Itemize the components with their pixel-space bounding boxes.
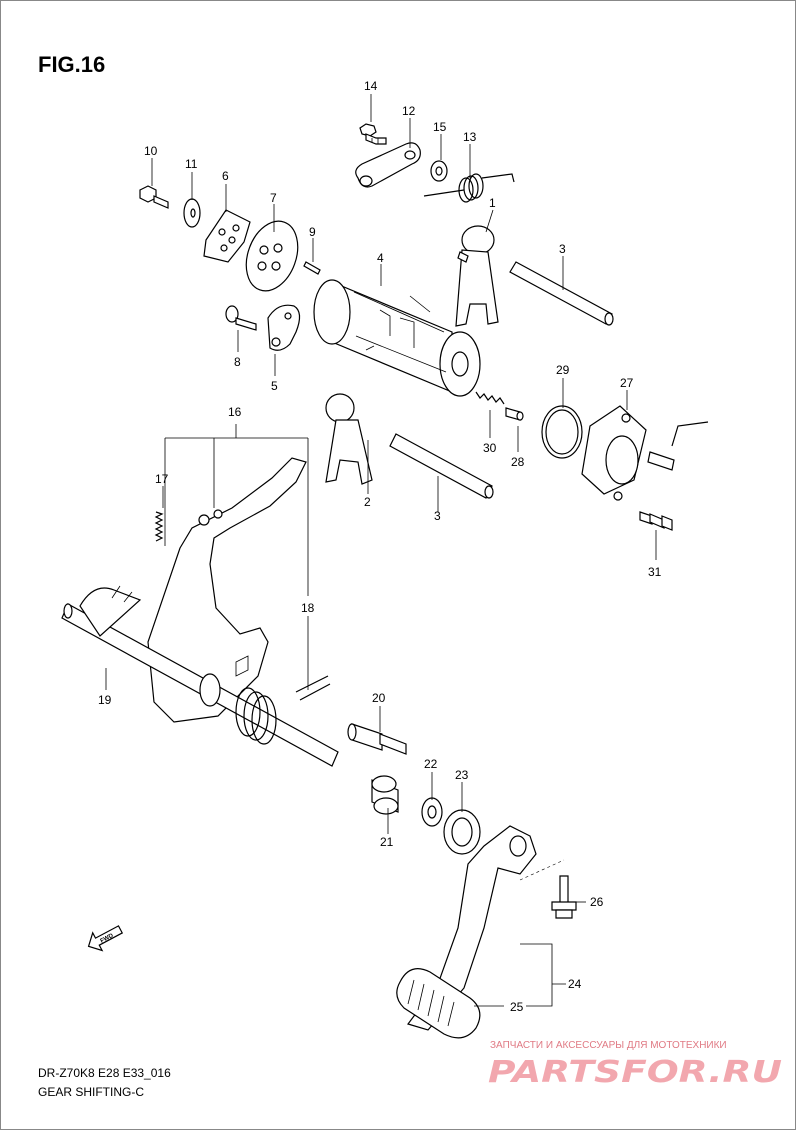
part-11-washer (183, 198, 201, 228)
part-10-bolt (139, 185, 169, 209)
part-22-washer (421, 797, 443, 827)
callout-2: 2 (364, 495, 371, 509)
part-3-shaft-upper (509, 261, 614, 326)
part-28-pin (505, 407, 524, 421)
callout-7: 7 (270, 191, 277, 205)
part-2-shift-fork (325, 393, 373, 485)
part-7-plate (245, 220, 299, 292)
callout-25: 25 (510, 1000, 524, 1014)
callout-11: 11 (185, 157, 198, 171)
callout-1: 1 (489, 196, 496, 210)
callout-13: 13 (463, 130, 477, 144)
fwd-arrow-icon: FWD (87, 925, 124, 952)
callout-24: 24 (568, 977, 582, 991)
watermark: ЗАПЧАСТИ И АКСЕССУАРЫ ДЛЯ МОТОТЕХНИКИ PA… (488, 1040, 782, 1090)
callout-12: 12 (402, 104, 416, 118)
part-15-washer (430, 160, 448, 182)
part-6-stopper-plate (203, 209, 251, 263)
part-21-spacer (371, 775, 399, 815)
watermark-tagline: ЗАПЧАСТИ И АКСЕССУАРЫ ДЛЯ МОТОТЕХНИКИ (490, 1040, 727, 1051)
part-25-rubber-grip (396, 968, 481, 1039)
callout-31: 31 (648, 565, 662, 579)
callout-8: 8 (234, 355, 241, 369)
callout-14: 14 (364, 79, 378, 93)
part-3-shaft-lower (389, 433, 494, 499)
part-13-spring (423, 173, 515, 203)
part-5-stopper (267, 304, 301, 351)
part-14-bolt (359, 123, 387, 145)
part-18-return-spring (235, 675, 331, 745)
callout-15: 15 (433, 120, 447, 134)
callout-16: 16 (228, 405, 242, 419)
callout-17: 17 (155, 472, 169, 486)
callout-21: 21 (380, 835, 394, 849)
callout-20: 20 (372, 691, 386, 705)
callout-28: 28 (511, 455, 525, 469)
callout-22: 22 (424, 757, 438, 771)
callout-23: 23 (455, 768, 469, 782)
callout-4: 4 (377, 251, 384, 265)
callout-5: 5 (271, 379, 278, 393)
part-27-neutral-switch (581, 405, 709, 501)
part-26-bolt (551, 875, 577, 919)
watermark-brand: PARTSFOR.RU (488, 1055, 782, 1090)
callout-labels: 14 12 15 13 10 11 6 7 9 1 3 4 8 5 29 27 … (98, 79, 662, 1014)
figure-title: FIG.16 (38, 52, 105, 77)
callout-26: 26 (590, 895, 604, 909)
callout-3-upper: 3 (559, 242, 566, 256)
callout-9: 9 (309, 225, 316, 239)
callout-10: 10 (144, 144, 158, 158)
part-8-screw (225, 305, 257, 331)
part-29-o-ring (541, 405, 583, 459)
part-17-spring (154, 511, 164, 542)
guide-lines (519, 859, 565, 881)
part-20-bolt (347, 723, 407, 755)
callout-6: 6 (222, 169, 229, 183)
model-code: DR-Z70K8 E28 E33_016 (38, 1066, 171, 1080)
callout-29: 29 (556, 363, 570, 377)
part-31-bolt (639, 511, 673, 531)
callout-19: 19 (98, 693, 112, 707)
part-19-shift-shaft (61, 585, 339, 767)
section-title: GEAR SHIFTING-C (38, 1085, 144, 1099)
part-23-oil-seal (443, 809, 481, 855)
part-30-spring (475, 391, 505, 405)
part-4-shift-drum (313, 279, 481, 397)
part-12-arm-plate (355, 142, 421, 188)
leader-lines (105, 94, 657, 1007)
callout-18: 18 (301, 601, 315, 615)
part-1-shift-fork (455, 225, 499, 327)
callout-27: 27 (620, 376, 634, 390)
part-9-pin (303, 261, 321, 275)
part-16-shift-arm (147, 457, 307, 723)
callout-30: 30 (483, 441, 497, 455)
callout-3-lower: 3 (434, 509, 441, 523)
